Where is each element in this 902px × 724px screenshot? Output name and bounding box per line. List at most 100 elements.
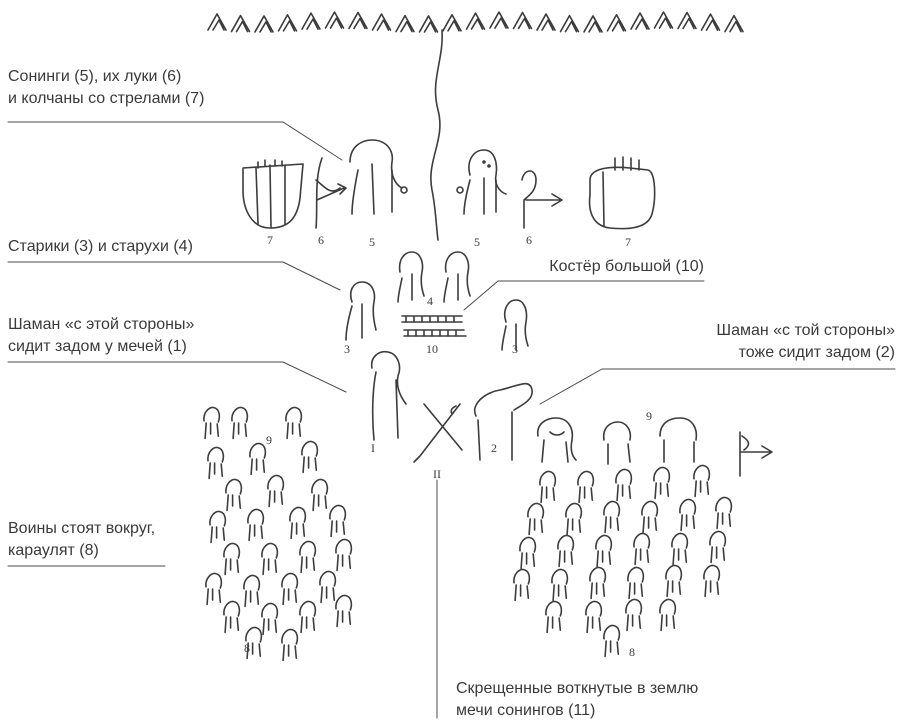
old-woman-right [443, 251, 471, 303]
warrior-figure [557, 534, 575, 568]
label-shaman-this-line2: сидит задом у мечей (1) [8, 338, 187, 355]
num-group-left: 9 [266, 433, 272, 447]
warrior-figure [679, 498, 697, 532]
warrior-figure [319, 570, 337, 604]
warrior-figure [209, 510, 227, 544]
warrior-figure [671, 532, 689, 566]
chevron-mark [277, 14, 298, 32]
leader-shaman-that [539, 368, 896, 405]
warrior-figure [545, 600, 563, 634]
chevron-mark [371, 13, 392, 31]
chevron-mark [536, 13, 556, 31]
num-sonin-left: 5 [369, 235, 375, 249]
warrior-figure [335, 538, 353, 572]
warrior-figure [205, 572, 223, 606]
shaman-this-side [370, 350, 407, 441]
warrior-figure [299, 540, 317, 574]
warrior-figure [335, 594, 353, 628]
chevron-mark [653, 11, 674, 29]
leader-lines [7, 121, 896, 719]
warrior-figure [595, 534, 613, 568]
warrior-figure [285, 406, 303, 440]
leader-bonfire [463, 280, 705, 311]
label-swords-line2: мечи сонингов (11) [456, 702, 596, 719]
sonin-figure-right [456, 149, 507, 215]
warrior-figure [249, 442, 267, 476]
chevron-mark [301, 12, 321, 30]
num-quiver-left: 7 [267, 233, 273, 247]
label-sonings-line1: Сонинги (5), их луки (6) [8, 68, 182, 85]
chevron-mark [724, 14, 744, 33]
warrior-figure [267, 474, 285, 508]
leader-elders [7, 261, 341, 291]
num-quiver-right: 7 [625, 235, 631, 249]
label-shaman-that-line2: тоже сидит задом (2) [738, 344, 895, 361]
chevron-mark [207, 13, 227, 31]
label-sonings: Сонинги (5), их луки (6) и колчаны со ст… [8, 66, 204, 110]
warrior-figure [513, 568, 531, 602]
warrior-figure [261, 602, 279, 636]
num-old-women: 4 [427, 294, 433, 308]
warrior-figure [231, 406, 249, 440]
label-elders-line1: Старики (3) и старухи (4) [8, 238, 193, 255]
warrior-figure [261, 542, 279, 576]
num-bow-right: 6 [526, 233, 532, 247]
label-sonings-line2: и колчаны со стрелами (7) [8, 90, 205, 107]
chevron-mark [465, 12, 486, 30]
warrior-figure [585, 600, 603, 634]
crossed-swords [413, 403, 463, 463]
label-warriors: Воины стоят вокруг, караулят (8) [8, 518, 155, 562]
warrior-figure [709, 530, 727, 564]
chevron-mark [489, 11, 509, 29]
num-fire: 10 [426, 342, 438, 356]
num-warriors-right: 8 [629, 645, 635, 659]
chevron-mark [254, 15, 274, 33]
bow-left [315, 157, 347, 229]
label-shaman-that-line1: Шаман «с той стороны» [716, 322, 895, 339]
old-woman-left [397, 251, 425, 303]
label-warriors-line2: караулят (8) [8, 542, 99, 559]
quiver-left [242, 159, 304, 229]
warrior-figure [539, 470, 557, 504]
warrior-figure [603, 624, 621, 658]
chevron-mark [442, 14, 462, 32]
central-tree-line [430, 29, 443, 241]
warrior-figure [223, 600, 241, 634]
label-bonfire: Костёр большой (10) [549, 256, 704, 278]
warrior-figure [603, 500, 621, 534]
warrior-figure [289, 506, 307, 540]
warrior-figure [693, 464, 711, 498]
warrior-figure [225, 478, 243, 512]
chevron-mark [418, 15, 439, 33]
label-swords: Скрещенные воткнутые в землю мечи сонинг… [456, 678, 698, 722]
chevron-mark [348, 11, 368, 30]
chevron-mark [583, 15, 603, 33]
warrior-figure [519, 536, 537, 570]
num-group-right: 9 [646, 409, 652, 423]
warrior-figure [247, 508, 265, 542]
bow-right [521, 170, 563, 229]
chevron-mark [512, 11, 533, 30]
chevron-mark [230, 14, 251, 33]
warrior-figure [281, 572, 299, 606]
label-bonfire-line1: Костёр большой (10) [549, 258, 704, 275]
figures-group-right [536, 417, 773, 477]
num-bow-left: 6 [318, 233, 324, 247]
warrior-figure [633, 532, 651, 566]
warrior-figure [565, 502, 583, 536]
chevron-mark [700, 13, 721, 31]
label-shaman-this-side: Шаман «с этой стороны» сидит задом у меч… [8, 314, 194, 358]
warrior-figure [245, 626, 263, 660]
elder-left [345, 281, 377, 341]
num-elder-right: 3 [512, 342, 518, 356]
label-warriors-line1: Воины стоят вокруг, [8, 520, 156, 537]
warrior-figure [641, 500, 659, 534]
warrior-figure [615, 468, 633, 502]
warrior-figure [301, 440, 319, 474]
num-elder-left: 3 [344, 342, 350, 356]
num-sonin-right: 5 [474, 235, 480, 249]
warrior-figure [223, 542, 241, 576]
chevron-mark [559, 14, 580, 33]
warriors-group-left [203, 406, 353, 662]
